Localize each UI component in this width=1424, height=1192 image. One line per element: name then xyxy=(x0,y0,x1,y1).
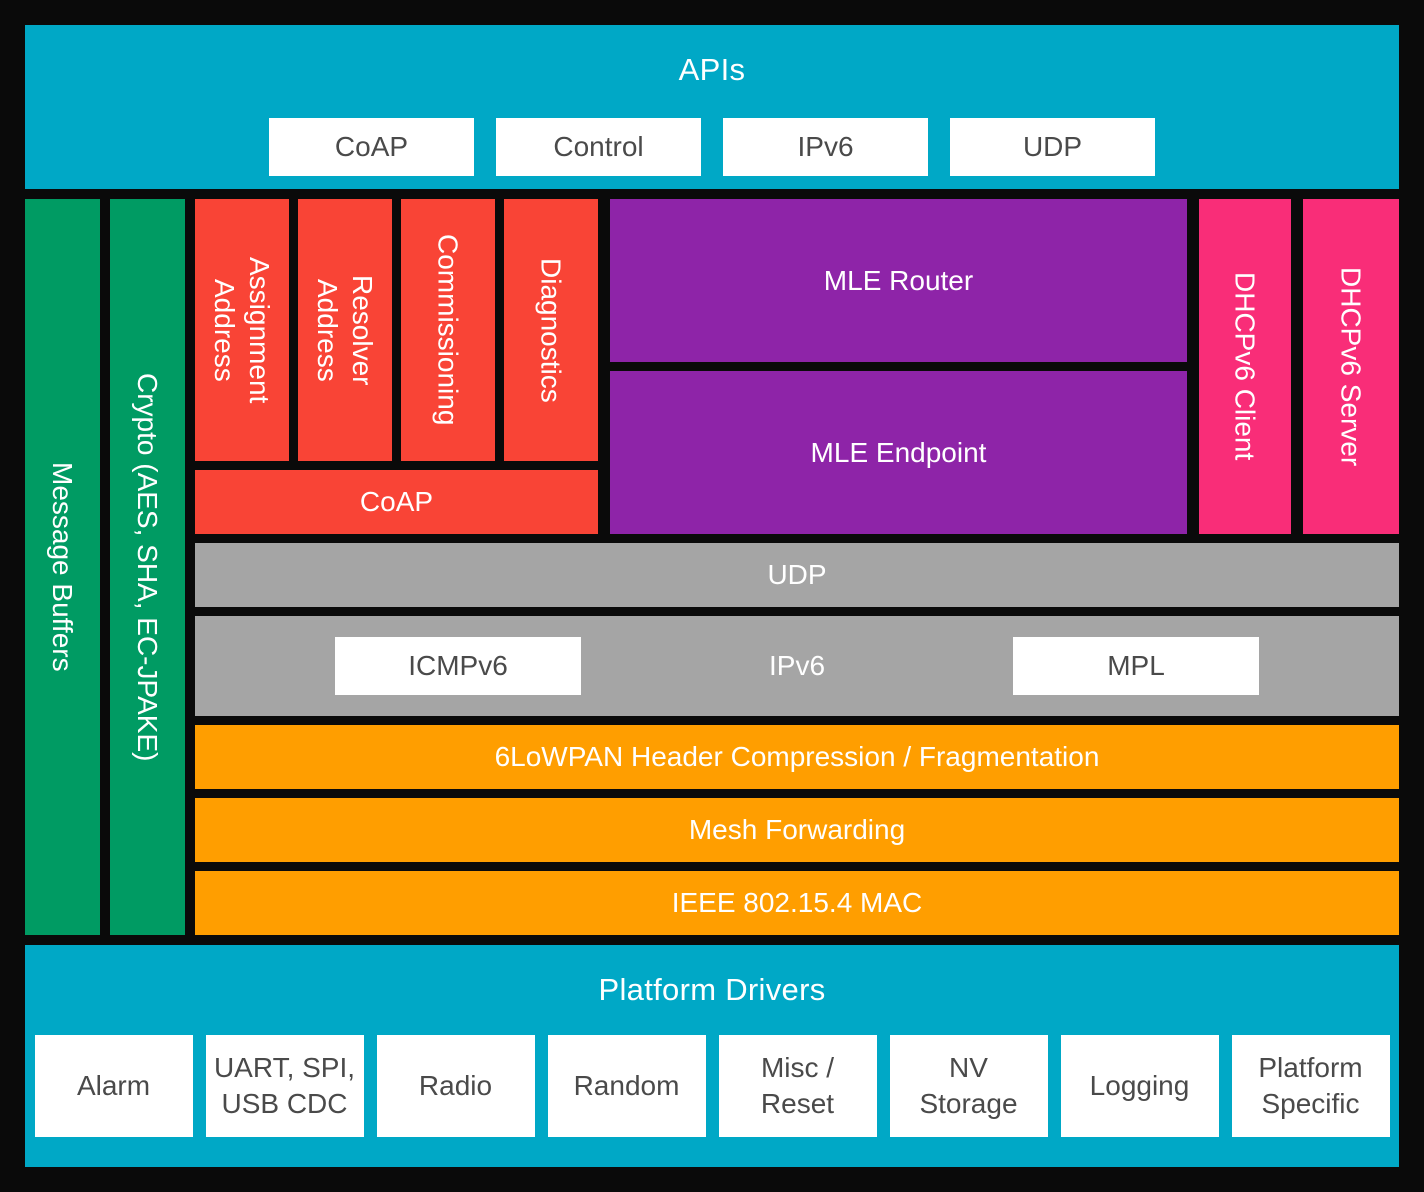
coap-vertical-modules: Address Assignment Address Resolver Comm… xyxy=(195,199,598,461)
module-address-resolver: Address Resolver xyxy=(298,199,392,461)
coap-module-group: Address Assignment Address Resolver Comm… xyxy=(195,199,598,534)
module-address-assignment: Address Assignment xyxy=(195,199,289,461)
message-buffers-column: Message Buffers xyxy=(25,199,100,935)
dhcpv6-server-column: DHCPv6 Server xyxy=(1303,199,1399,534)
mle-group: MLE Router MLE Endpoint xyxy=(610,199,1187,534)
lowpan-compression-bar: 6LoWPAN Header Compression / Fragmentati… xyxy=(195,725,1399,789)
module-diagnostics: Diagnostics xyxy=(504,199,598,461)
mesh-forwarding-bar: Mesh Forwarding xyxy=(195,798,1399,862)
api-chip-ipv6: IPv6 xyxy=(723,118,928,176)
mle-router-box: MLE Router xyxy=(610,199,1187,362)
commissioning-label: Commissioning xyxy=(432,234,464,426)
platform-chip-misc-reset: Misc / Reset xyxy=(718,1035,877,1137)
platform-chip-uart-spi-usb-cdc: UART, SPI, USB CDC xyxy=(205,1035,364,1137)
apis-chip-row: CoAP Control IPv6 UDP xyxy=(269,118,1155,176)
dhcpv6-server-label: DHCPv6 Server xyxy=(1335,266,1367,467)
platform-chip-alarm: Alarm xyxy=(34,1035,193,1137)
api-chip-coap: CoAP xyxy=(269,118,474,176)
message-buffers-label: Message Buffers xyxy=(47,462,78,672)
apis-title: APIs xyxy=(678,52,746,87)
dhcpv6-client-label: DHCPv6 Client xyxy=(1229,272,1261,461)
address-assignment-label: Address Assignment xyxy=(209,256,275,404)
platform-chip-logging: Logging xyxy=(1060,1035,1219,1137)
platform-chip-random: Random xyxy=(547,1035,706,1137)
coap-bar: CoAP xyxy=(195,470,598,534)
apis-banner: APIs CoAP Control IPv6 UDP xyxy=(25,25,1399,189)
platform-chip-platform-specific: Platform Specific xyxy=(1231,1035,1390,1137)
platform-chip-nv-storage: NV Storage xyxy=(889,1035,1048,1137)
protocol-stack: Address Assignment Address Resolver Comm… xyxy=(195,199,1399,935)
icmpv6-box: ICMPv6 xyxy=(335,637,581,695)
crypto-label: Crypto (AES, SHA, EC-JPAKE) xyxy=(132,372,163,762)
address-resolver-label: Address Resolver xyxy=(312,274,378,386)
crypto-column: Crypto (AES, SHA, EC-JPAKE) xyxy=(110,199,185,935)
application-band: Address Assignment Address Resolver Comm… xyxy=(195,199,1399,534)
platform-chip-row: Alarm UART, SPI, USB CDC Radio Random Mi… xyxy=(34,1035,1390,1137)
udp-bar: UDP xyxy=(195,543,1399,607)
core-section: Message Buffers Crypto (AES, SHA, EC-JPA… xyxy=(25,199,1399,935)
dhcpv6-client-column: DHCPv6 Client xyxy=(1199,199,1291,534)
api-chip-control: Control xyxy=(496,118,701,176)
mle-endpoint-box: MLE Endpoint xyxy=(610,371,1187,534)
mpl-box: MPL xyxy=(1013,637,1259,695)
ipv6-bar: ICMPv6 IPv6 MPL xyxy=(195,616,1399,716)
platform-banner: Platform Drivers Alarm UART, SPI, USB CD… xyxy=(25,945,1399,1167)
api-chip-udp: UDP xyxy=(950,118,1155,176)
diagnostics-label: Diagnostics xyxy=(535,257,567,403)
ipv6-label: IPv6 xyxy=(768,650,826,681)
platform-title: Platform Drivers xyxy=(598,972,826,1007)
module-commissioning: Commissioning xyxy=(401,199,495,461)
platform-chip-radio: Radio xyxy=(376,1035,535,1137)
ieee-mac-bar: IEEE 802.15.4 MAC xyxy=(195,871,1399,935)
